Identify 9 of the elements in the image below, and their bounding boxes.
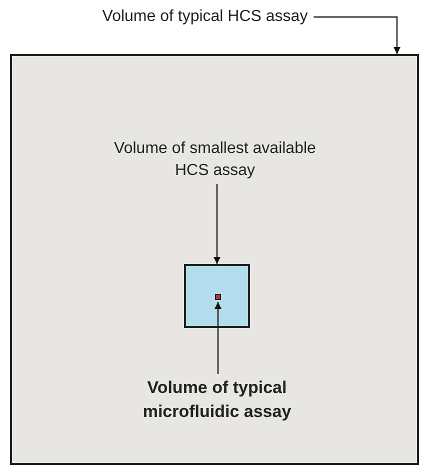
arrow: [214, 302, 222, 374]
arrow: [314, 16, 400, 54]
annotation-text: Volume of typical microfluidic assay: [142, 377, 292, 423]
large-volume-box: [10, 54, 419, 465]
annotation-text: Volume of smallest available HCS assay: [113, 139, 317, 181]
small-volume-box: [184, 264, 250, 328]
arrow: [214, 184, 220, 264]
title-text: Volume of typical HCS assay: [102, 7, 308, 27]
tiny-volume-square: [215, 294, 221, 300]
